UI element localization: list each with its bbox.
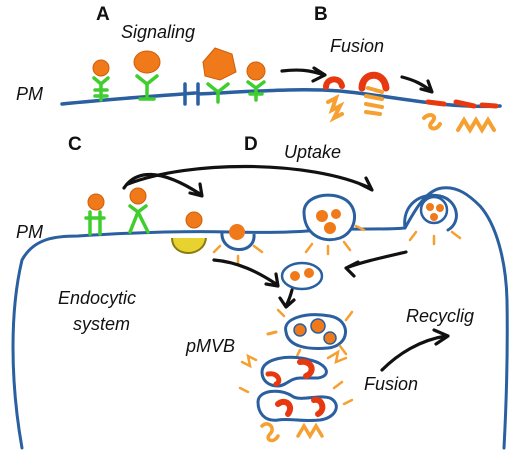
panel-label-c: C bbox=[68, 134, 82, 155]
arrow-icon bbox=[212, 258, 280, 288]
fusion-protein-1 bbox=[323, 76, 345, 123]
arrow-icon bbox=[278, 288, 296, 309]
receptor-ligand-complex-1 bbox=[92, 59, 110, 102]
early-endosome bbox=[280, 261, 324, 291]
receptor-c-2 bbox=[128, 187, 150, 234]
uptake-cup bbox=[302, 193, 366, 256]
multivesicular-body-icon bbox=[266, 308, 354, 360]
label-pm-bottom: PM bbox=[16, 222, 43, 242]
fusing-compartment-lower bbox=[238, 380, 354, 443]
label-fusion-bottom: Fusion bbox=[364, 374, 418, 394]
label-pm-top: PM bbox=[16, 84, 43, 104]
panel-label-a: A bbox=[96, 4, 110, 25]
arrow-icon bbox=[400, 75, 434, 94]
arrow-icon bbox=[280, 66, 327, 83]
label-recycling: Recyclig bbox=[406, 306, 474, 326]
label-endocytic-line1: Endocytic bbox=[58, 288, 136, 308]
receptor-ligand-complex-2 bbox=[133, 50, 161, 101]
panel-label-b: B bbox=[314, 4, 328, 25]
arrow-icon bbox=[126, 164, 374, 192]
top-plasma-membrane bbox=[60, 82, 502, 109]
right-pit-vesicle bbox=[408, 195, 462, 246]
fusion-fragments bbox=[422, 99, 499, 134]
panel-label-d: D bbox=[244, 134, 258, 155]
label-fusion-top: Fusion bbox=[330, 36, 384, 56]
recycling-arrow-icon bbox=[380, 328, 450, 372]
label-endocytic-line2: system bbox=[73, 314, 130, 334]
fusing-compartment bbox=[240, 349, 348, 388]
receptor-c-1 bbox=[84, 193, 106, 236]
vesicle-icon bbox=[212, 224, 264, 266]
receptor-ligand-complex-3 bbox=[202, 47, 237, 104]
arrow-icon bbox=[344, 250, 408, 278]
receptor-ligand-complex-4 bbox=[246, 61, 266, 102]
label-signaling: Signaling bbox=[121, 22, 195, 42]
label-pmvb: pMVB bbox=[185, 336, 235, 356]
fusion-protein-2 bbox=[358, 71, 390, 116]
clathrin-coated-pit bbox=[171, 211, 207, 254]
label-uptake: Uptake bbox=[284, 142, 341, 162]
